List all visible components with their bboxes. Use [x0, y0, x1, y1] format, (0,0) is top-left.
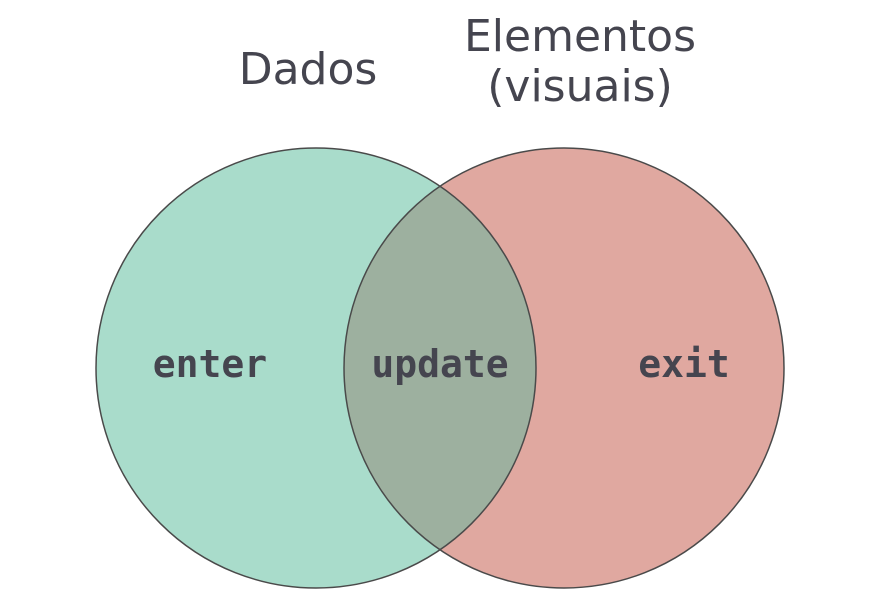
elements-circle-outline	[343, 147, 785, 589]
overlap-region	[344, 148, 536, 588]
elements-set-title-line1: Elementos	[463, 11, 696, 62]
data-set-title: Dados	[238, 44, 378, 95]
enter-label: enter	[152, 342, 268, 386]
elements-set-title-line2: (visuais)	[487, 61, 673, 112]
data-circle-outline	[95, 147, 537, 589]
elements-set-title: Elementos (visuais)	[420, 12, 740, 112]
update-label: update	[371, 342, 509, 386]
exit-label: exit	[638, 342, 730, 386]
